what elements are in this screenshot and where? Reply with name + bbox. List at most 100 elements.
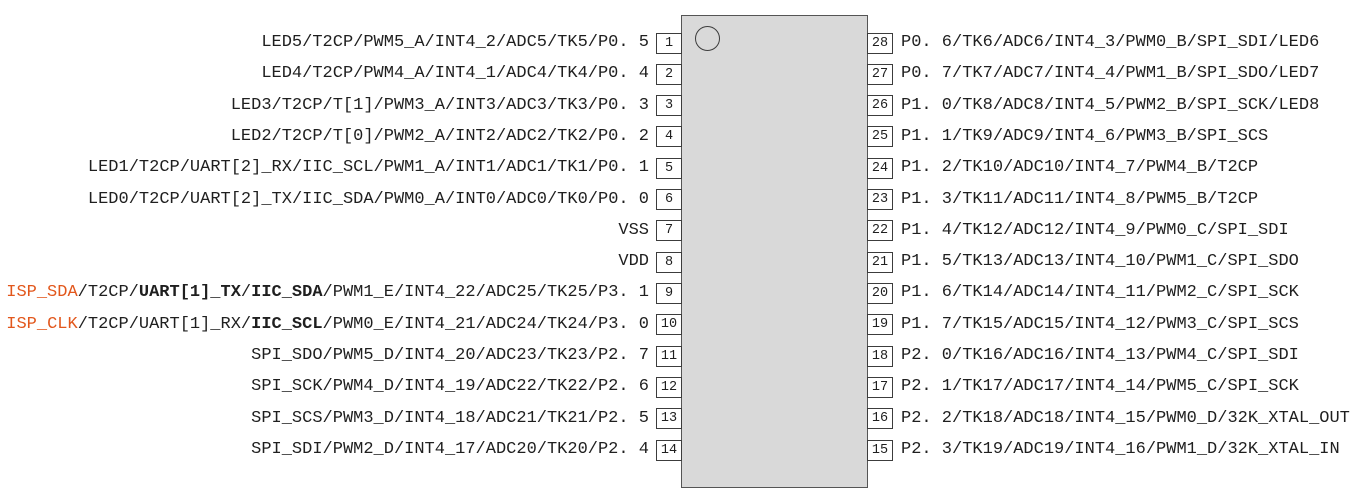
pin-3-function-label: LED3/T2CP/T[1]/PWM3_A/INT3/ADC3/TK3/P0. … <box>231 95 649 117</box>
pin1-indicator-circle <box>695 26 720 51</box>
pin-19-function-label: P1. 7/TK15/ADC15/INT4_12/PWM3_C/SPI_SCS <box>901 314 1299 336</box>
label-segment: P1. 3/TK11/ADC11/INT4_8/PWM5_B/T2CP <box>901 189 1259 209</box>
pin-number-box-13: 13 <box>656 408 682 430</box>
pin-10-function-label: ISP_CLK/T2CP/UART[1]_RX/IIC_SCL/PWM0_E/I… <box>6 314 649 336</box>
pin-24-function-label: P1. 2/TK10/ADC10/INT4_7/PWM4_B/T2CP <box>901 157 1258 179</box>
pin-number-box-17: 17 <box>867 376 893 398</box>
pin-row-22: 22 P1. 4/TK12/ADC12/INT4_9/PWM0_C/SPI_SDI <box>867 220 1360 242</box>
pin-number-box-20: 20 <box>867 282 893 304</box>
pin-number-box-5: 5 <box>656 157 682 179</box>
pin-number-box-14: 14 <box>656 439 682 461</box>
label-segment: IIC_SCL <box>251 314 323 334</box>
label-segment: P0. 6/TK6/ADC6/INT4_3/PWM0_B/SPI_SDI/LED… <box>901 33 1320 52</box>
label-segment: LED1/T2CP/UART[2]_RX/IIC_SCL/PWM1_A/INT1… <box>87 158 649 178</box>
pin-row-3: LED3/T2CP/T[1]/PWM3_A/INT3/ADC3/TK3/P0. … <box>0 95 682 117</box>
label-segment: /PWM0_E/INT4_21/ADC24/TK24/P3. 0 <box>322 314 649 334</box>
pin-number-box-1: 1 <box>656 32 682 54</box>
label-segment: SPI_SDI/PWM2_D/INT4_17/ADC20/TK20/P2. 4 <box>251 440 649 460</box>
pin-row-11: SPI_SDO/PWM5_D/INT4_20/ADC23/TK23/P2. 7 1… <box>0 345 682 367</box>
pin-28-function-label: P0. 6/TK6/ADC6/INT4_3/PWM0_B/SPI_SDI/LED… <box>901 32 1319 54</box>
pin-17-function-label: P2. 1/TK17/ADC17/INT4_14/PWM5_C/SPI_SCK <box>901 376 1299 398</box>
pin-number-box-11: 11 <box>656 345 682 367</box>
label-segment: P1. 5/TK13/ADC13/INT4_10/PWM1_C/SPI_SDO <box>901 252 1299 272</box>
isp-highlight-segment: ISP_CLK <box>6 314 78 334</box>
label-segment: /PWM1_E/INT4_22/ADC25/TK25/P3. 1 <box>322 283 649 303</box>
pin-row-24: 24 P1. 2/TK10/ADC10/INT4_7/PWM4_B/T2CP <box>867 157 1360 179</box>
pin-25-function-label: P1. 1/TK9/ADC9/INT4_6/PWM3_B/SPI_SCS <box>901 126 1268 148</box>
pin-number-box-7: 7 <box>656 220 682 242</box>
pin-row-1: LED5/T2CP/PWM5_A/INT4_2/ADC5/TK5/P0. 5 1 <box>0 32 682 54</box>
pin-row-2: LED4/T2CP/PWM4_A/INT4_1/ADC4/TK4/P0. 4 2 <box>0 63 682 85</box>
pin-2-function-label: LED4/T2CP/PWM4_A/INT4_1/ADC4/TK4/P0. 4 <box>261 63 649 85</box>
pin-row-27: 27 P0. 7/TK7/ADC7/INT4_4/PWM1_B/SPI_SDO/L… <box>867 63 1360 85</box>
pin-number-box-24: 24 <box>867 157 893 179</box>
label-segment: SPI_SCK/PWM4_D/INT4_19/ADC22/TK22/P2. 6 <box>251 377 649 397</box>
pin-row-4: LED2/T2CP/T[0]/PWM2_A/INT2/ADC2/TK2/P0. … <box>0 126 682 148</box>
pin-number-box-19: 19 <box>867 314 893 336</box>
label-segment: P1. 7/TK15/ADC15/INT4_12/PWM3_C/SPI_SCS <box>901 314 1299 334</box>
pin-number-box-2: 2 <box>656 63 682 85</box>
label-segment: / <box>240 283 252 303</box>
pin-number-box-28: 28 <box>867 32 893 54</box>
label-segment: P1. 4/TK12/ADC12/INT4_9/PWM0_C/SPI_SDI <box>901 220 1289 240</box>
chip-body <box>681 15 868 488</box>
pin-15-function-label: P2. 3/TK19/ADC19/INT4_16/PWM1_D/32K_XTAL… <box>901 439 1340 461</box>
pin-7-function-label: VSS <box>618 220 649 242</box>
label-segment: LED2/T2CP/T[0]/PWM2_A/INT2/ADC2/TK2/P0. … <box>230 126 649 146</box>
pin-20-function-label: P1. 6/TK14/ADC14/INT4_11/PWM2_C/SPI_SCK <box>901 282 1299 304</box>
pin-number-box-12: 12 <box>656 376 682 398</box>
label-segment: LED5/T2CP/PWM5_A/INT4_2/ADC5/TK5/P0. 5 <box>261 33 649 52</box>
pin-4-function-label: LED2/T2CP/T[0]/PWM2_A/INT2/ADC2/TK2/P0. … <box>231 126 649 148</box>
pin-number-box-6: 6 <box>656 189 682 211</box>
pin-number-box-4: 4 <box>656 126 682 148</box>
label-segment: /T2CP/ <box>77 283 139 303</box>
pin-row-6: LED0/T2CP/UART[2]_TX/IIC_SDA/PWM0_A/INT0… <box>0 189 682 211</box>
pin-27-function-label: P0. 7/TK7/ADC7/INT4_4/PWM1_B/SPI_SDO/LED… <box>901 63 1319 85</box>
pin-number-box-3: 3 <box>656 95 682 117</box>
pin-row-8: VDD 8 <box>0 251 682 273</box>
label-segment: P2. 0/TK16/ADC16/INT4_13/PWM4_C/SPI_SDI <box>901 346 1299 366</box>
pin-16-function-label: P2. 2/TK18/ADC18/INT4_15/PWM0_D/32K_XTAL… <box>901 408 1350 430</box>
pin-1-function-label: LED5/T2CP/PWM5_A/INT4_2/ADC5/TK5/P0. 5 <box>261 32 649 54</box>
pin-6-function-label: LED0/T2CP/UART[2]_TX/IIC_SDA/PWM0_A/INT0… <box>88 189 649 211</box>
pin-row-25: 25 P1. 1/TK9/ADC9/INT4_6/PWM3_B/SPI_SCS <box>867 126 1360 148</box>
pin-number-box-8: 8 <box>656 251 682 273</box>
label-segment: SPI_SDO/PWM5_D/INT4_20/ADC23/TK23/P2. 7 <box>251 346 649 366</box>
pin-number-box-22: 22 <box>867 220 893 242</box>
label-segment: P1. 0/TK8/ADC8/INT4_5/PWM2_B/SPI_SCK/LED… <box>901 95 1320 115</box>
label-segment: P0. 7/TK7/ADC7/INT4_4/PWM1_B/SPI_SDO/LED… <box>901 64 1320 84</box>
pin-14-function-label: SPI_SDI/PWM2_D/INT4_17/ADC20/TK20/P2. 4 <box>251 439 649 461</box>
label-segment: LED4/T2CP/PWM4_A/INT4_1/ADC4/TK4/P0. 4 <box>261 64 649 84</box>
pin-number-box-26: 26 <box>867 95 893 117</box>
pin-row-5: LED1/T2CP/UART[2]_RX/IIC_SCL/PWM1_A/INT1… <box>0 157 682 179</box>
pin-number-box-9: 9 <box>656 282 682 304</box>
label-segment: LED3/T2CP/T[1]/PWM3_A/INT3/ADC3/TK3/P0. … <box>230 95 649 115</box>
label-segment: P1. 1/TK9/ADC9/INT4_6/PWM3_B/SPI_SCS <box>901 126 1269 146</box>
pin-number-box-15: 15 <box>867 439 893 461</box>
pin-number-box-25: 25 <box>867 126 893 148</box>
pin-row-12: SPI_SCK/PWM4_D/INT4_19/ADC22/TK22/P2. 6 1… <box>0 376 682 398</box>
pin-row-17: 17 P2. 1/TK17/ADC17/INT4_14/PWM5_C/SPI_SC… <box>867 376 1360 398</box>
pin-row-13: SPI_SCS/PWM3_D/INT4_18/ADC21/TK21/P2. 5 1… <box>0 408 682 430</box>
label-segment: P2. 3/TK19/ADC19/INT4_16/PWM1_D/32K_XTAL… <box>901 440 1340 460</box>
pin-row-26: 26 P1. 0/TK8/ADC8/INT4_5/PWM2_B/SPI_SCK/L… <box>867 95 1360 117</box>
label-segment: VSS <box>618 220 649 240</box>
pin-8-function-label: VDD <box>618 251 649 273</box>
pin-23-function-label: P1. 3/TK11/ADC11/INT4_8/PWM5_B/T2CP <box>901 189 1258 211</box>
pin-12-function-label: SPI_SCK/PWM4_D/INT4_19/ADC22/TK22/P2. 6 <box>251 376 649 398</box>
pin-row-9: ISP_SDA/T2CP/UART[1]_TX/IIC_SDA/PWM1_E/I… <box>0 282 682 304</box>
pin-21-function-label: P1. 5/TK13/ADC13/INT4_10/PWM1_C/SPI_SDO <box>901 251 1299 273</box>
pin-row-19: 19 P1. 7/TK15/ADC15/INT4_12/PWM3_C/SPI_SC… <box>867 314 1360 336</box>
pin-22-function-label: P1. 4/TK12/ADC12/INT4_9/PWM0_C/SPI_SDI <box>901 220 1289 242</box>
pin-number-box-27: 27 <box>867 63 893 85</box>
pin-row-7: VSS 7 <box>0 220 682 242</box>
label-segment: SPI_SCS/PWM3_D/INT4_18/ADC21/TK21/P2. 5 <box>251 408 649 428</box>
pin-row-15: 15 P2. 3/TK19/ADC19/INT4_16/PWM1_D/32K_XT… <box>867 439 1360 461</box>
pin-number-box-21: 21 <box>867 251 893 273</box>
pin-row-28: 28 P0. 6/TK6/ADC6/INT4_3/PWM0_B/SPI_SDI/L… <box>867 32 1360 54</box>
pin-26-function-label: P1. 0/TK8/ADC8/INT4_5/PWM2_B/SPI_SCK/LED… <box>901 95 1319 117</box>
pin-number-box-16: 16 <box>867 408 893 430</box>
